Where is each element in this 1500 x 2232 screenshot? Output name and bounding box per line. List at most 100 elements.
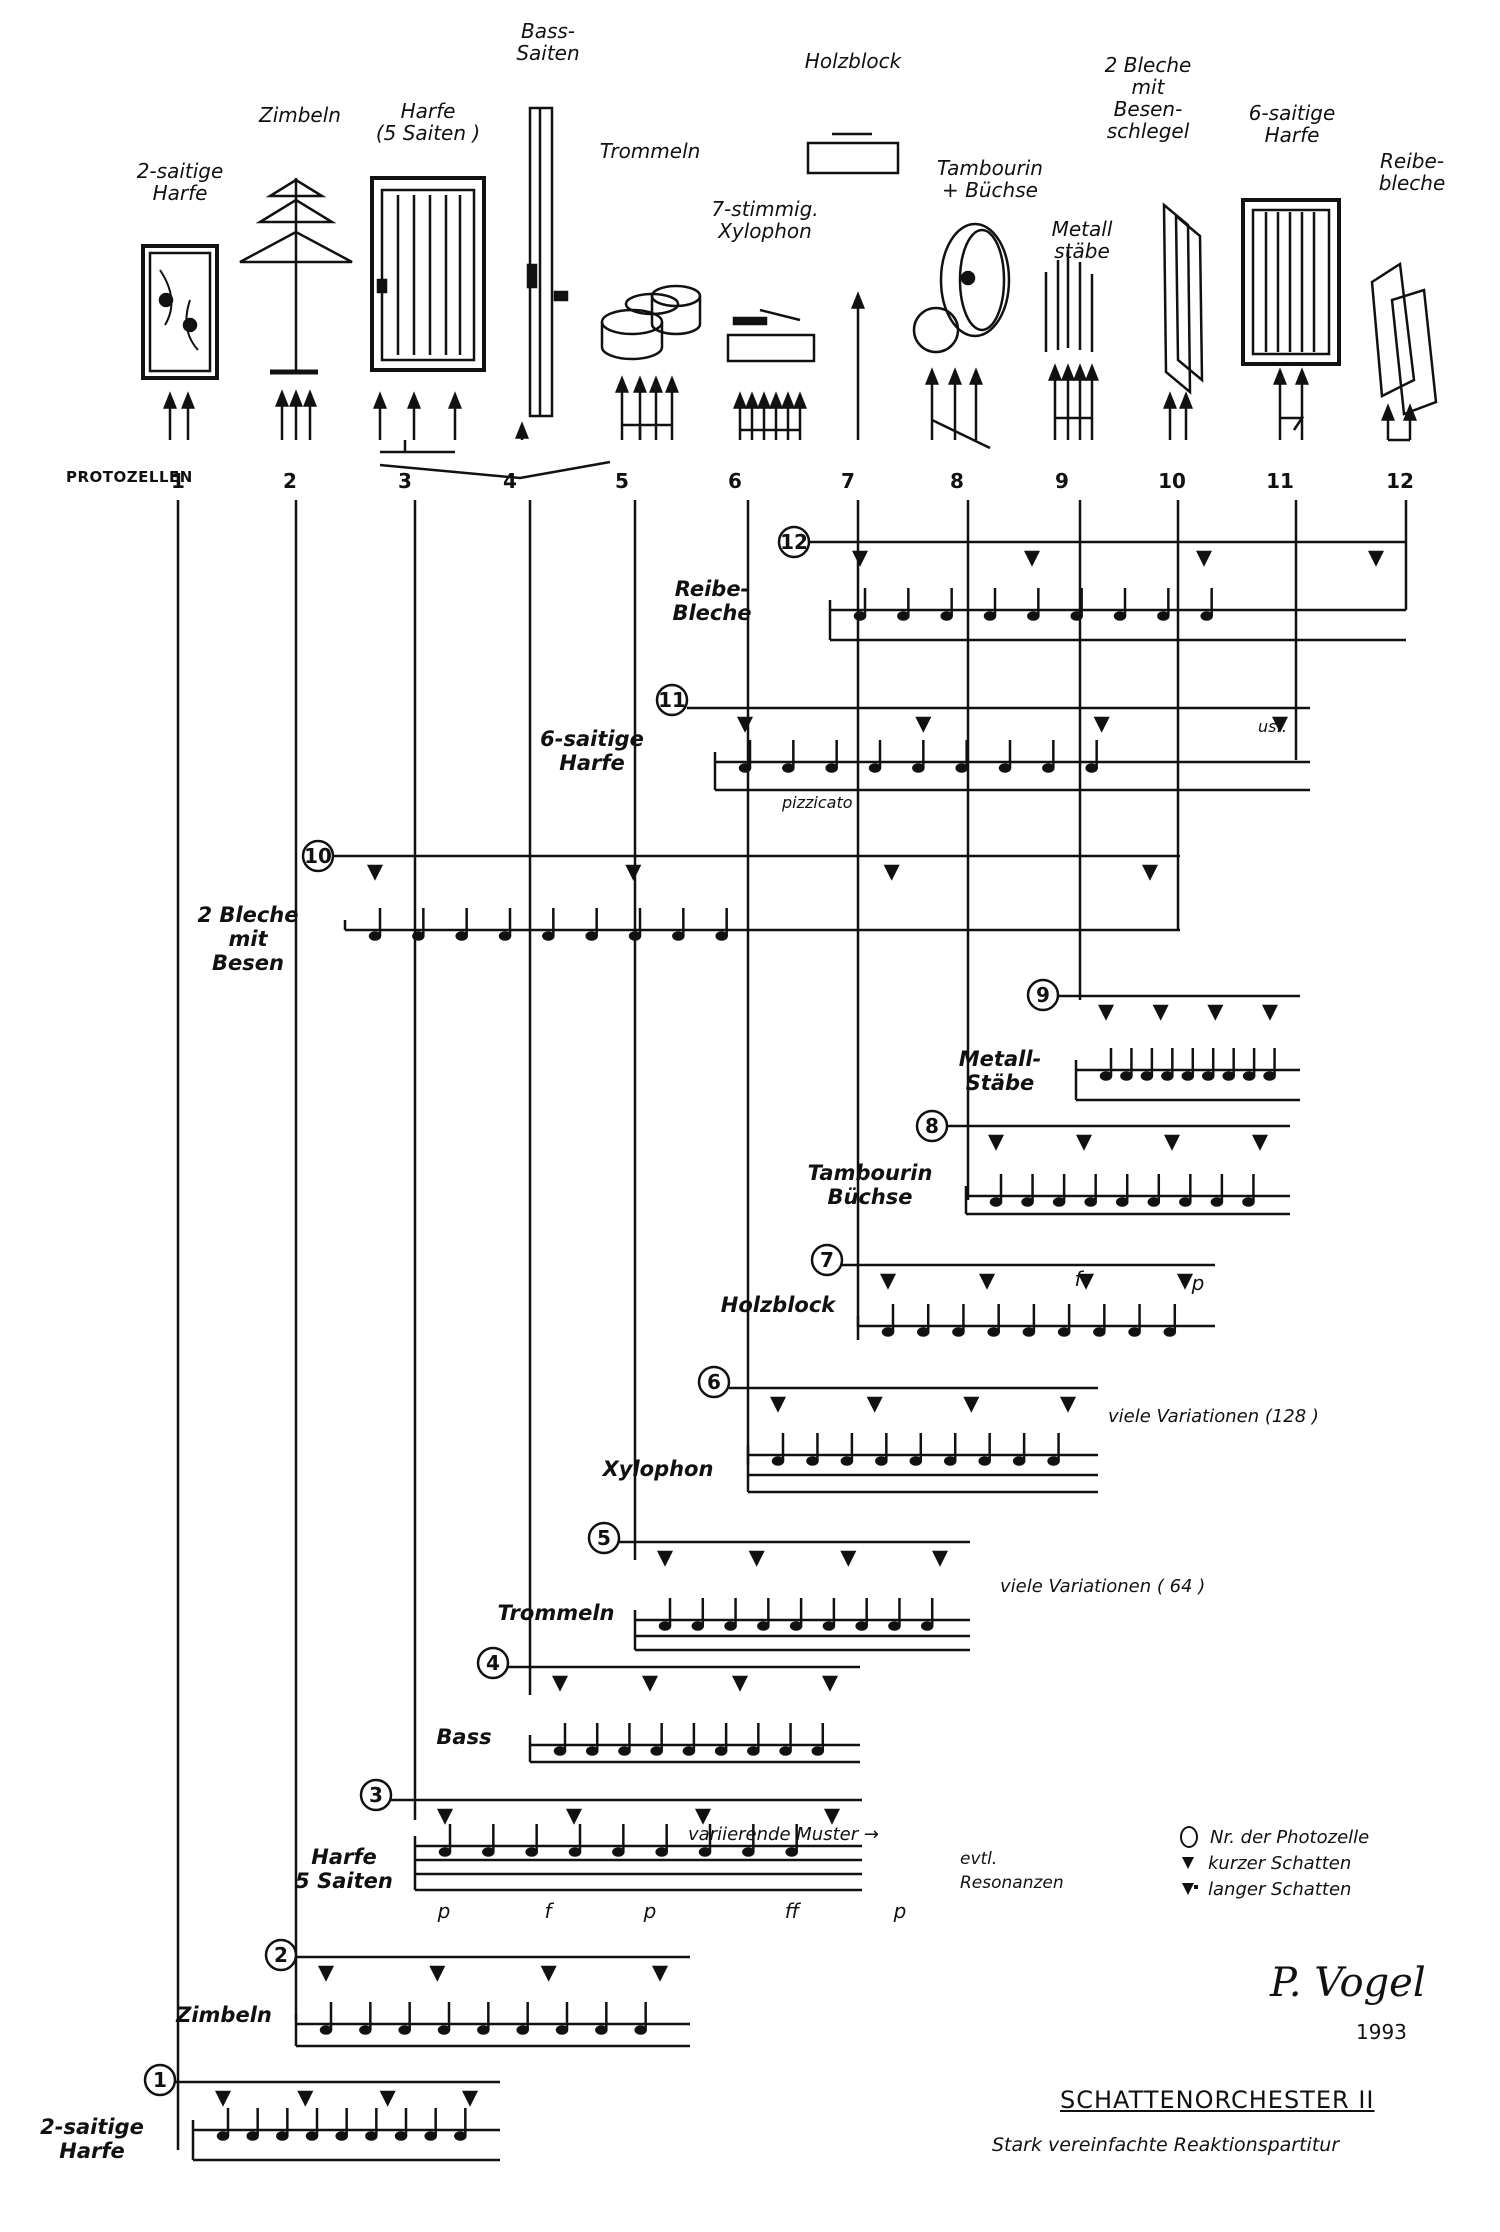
five-string-harp-drawing [370, 176, 486, 372]
note-head [1012, 1456, 1026, 1466]
tambourine-and-can-drawing [912, 222, 1011, 354]
shadow-marker [963, 1396, 980, 1413]
two-metal-sheets-drawing [1162, 202, 1204, 395]
note-head [455, 931, 468, 941]
note-head [612, 1847, 625, 1857]
staff-11: 11 [655, 683, 1310, 792]
staff-8: 8 [915, 1109, 1290, 1216]
photocell-number: 1 [153, 2068, 167, 2092]
shadow-marker [379, 2090, 396, 2107]
photocell-number: 9 [1036, 983, 1050, 1007]
note-head [1085, 763, 1098, 773]
page-subtitle: Stark vereinfachte Reaktionspartitur [992, 2134, 1340, 2156]
dynamic-marking: ff [785, 1899, 802, 1923]
note-head [319, 2025, 333, 2035]
instrument-label-10: mit [1132, 75, 1166, 99]
photocell-number-circle [359, 1778, 393, 1812]
staff-label-9: Metall- [959, 1047, 1041, 1071]
shadow-marker [651, 1965, 669, 1982]
shadow-marker [840, 1550, 857, 1567]
staff-2: 2 [264, 1938, 690, 2048]
protocell-number: 3 [398, 469, 412, 493]
shadow-marker [931, 1550, 949, 1567]
note-head [789, 1621, 803, 1631]
note-head [1263, 1071, 1276, 1081]
legend-item-long-shadow: langer Schatten [1180, 1876, 1480, 1902]
photocell-number: 7 [820, 1248, 834, 1272]
connector-branch [931, 418, 991, 450]
note-head [276, 2131, 289, 2141]
shadow-marker [1141, 864, 1159, 881]
short-shadow-icon [1182, 1857, 1194, 1869]
note-head [955, 763, 968, 773]
note-head [365, 2131, 378, 2141]
note-head [1027, 611, 1040, 621]
shadow-marker [1271, 716, 1289, 733]
year: 1993 [1356, 2020, 1407, 2044]
staff-label-8: Büchse [827, 1185, 912, 1209]
note-head [1047, 1456, 1060, 1466]
connector-branch [380, 440, 455, 454]
note-head [691, 1621, 705, 1631]
note-head [943, 1456, 957, 1466]
connector-branch [379, 460, 611, 480]
photocell-number-circle [655, 683, 689, 717]
note-head [553, 1746, 567, 1756]
photocell-number: 12 [780, 530, 808, 554]
instrument-label-10: 2 Bleche [1105, 53, 1192, 77]
note-head [516, 2025, 529, 2035]
staff-label-12: Reibe- [675, 577, 750, 601]
protocell-number: 7 [841, 469, 855, 493]
note-head [1113, 611, 1127, 621]
shadow-marker [1059, 1396, 1077, 1413]
note-head [477, 2025, 490, 2035]
note-head [482, 1847, 495, 1857]
note-head [568, 1847, 582, 1857]
note-head [1210, 1197, 1224, 1207]
note-head [618, 1746, 631, 1756]
instrument-label-1: 2-saitige [137, 159, 224, 183]
staff-annotation: viele Variationen (128 ) [1108, 1406, 1319, 1427]
dynamic-marking: p [893, 1899, 907, 1923]
shadow-marker [823, 1808, 841, 1825]
dynamic-marking: f [1074, 1267, 1084, 1291]
staff-label-3: Harfe [311, 1845, 376, 1869]
protocell-number: 10 [1158, 469, 1186, 493]
note-head [682, 1746, 696, 1756]
legend-text: langer Schatten [1208, 1878, 1352, 1900]
instrument-label-1: Harfe [153, 181, 208, 205]
shadow-marker [540, 1965, 557, 1982]
instrument-label-11: 6-saitige [1249, 101, 1336, 125]
note-head [855, 1621, 868, 1631]
staff-label-3: 5 Saiten [295, 1869, 393, 1893]
note-head [1201, 1071, 1215, 1081]
note-head [216, 2131, 230, 2141]
photocell-number: 3 [369, 1783, 383, 1807]
protocell-number: 1 [171, 469, 185, 493]
protocell-number: 11 [1266, 469, 1294, 493]
photocell-number: 11 [658, 688, 686, 712]
note-head [853, 611, 867, 621]
note-head [525, 1847, 538, 1857]
shadow-marker [565, 1808, 583, 1825]
photocell-number: 2 [274, 1943, 288, 1967]
shadow-marker [214, 2090, 232, 2107]
shadow-marker [1163, 1134, 1181, 1151]
instrument-label-11: Harfe [1265, 123, 1320, 147]
note-head [437, 2025, 451, 2035]
instrument-label-4: Saiten [516, 41, 579, 65]
staff-label-11: 6-saitige [540, 727, 644, 751]
six-string-harp-drawing [1241, 198, 1341, 366]
instrument-label-12: Reibe- [1380, 149, 1444, 173]
note-head [246, 2131, 259, 2141]
instrument-label-6: Xylophon [717, 219, 812, 243]
note-head [1242, 1071, 1256, 1081]
instrument-label-9: stäbe [1054, 239, 1110, 263]
legend-item-short-shadow: kurzer Schatten [1180, 1850, 1480, 1876]
note-head [655, 1847, 668, 1857]
note-head [628, 931, 642, 941]
shadow-marker [1093, 716, 1110, 733]
page-title: SCHATTENORCHESTER II [1060, 2086, 1375, 2114]
staff-label-1: 2-saitige [40, 2115, 144, 2139]
note-head [771, 1456, 785, 1466]
